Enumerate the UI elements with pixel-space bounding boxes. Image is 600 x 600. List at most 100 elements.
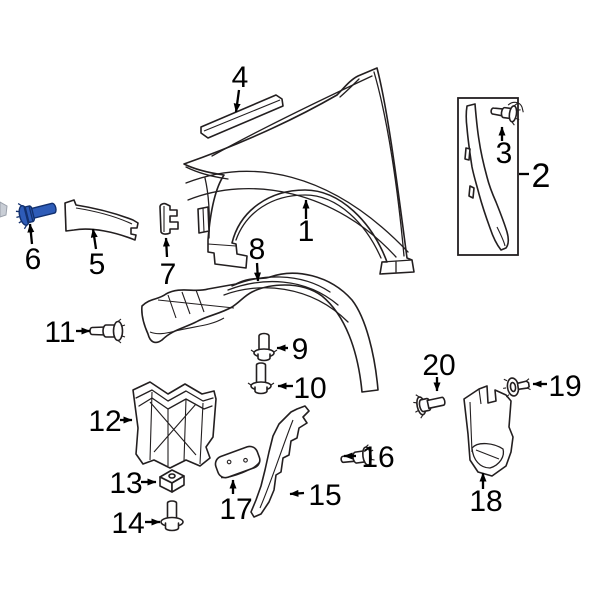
part-9-bolt[interactable] <box>250 332 278 362</box>
part-15-seal-strip[interactable] <box>250 405 310 518</box>
part-4-fender-molding[interactable] <box>200 94 284 139</box>
fender-front-edge-line <box>204 177 211 239</box>
fender-apillar-line <box>339 78 360 98</box>
arrow-8 <box>254 262 262 282</box>
nut-right-face <box>171 475 185 493</box>
shield-outline <box>132 381 217 469</box>
part-13-clip-nut[interactable] <box>159 469 185 493</box>
fender-bulge-line <box>185 170 409 253</box>
callout-label-4[interactable]: 4 <box>232 61 249 94</box>
callout-labels: 1 2 3 4 5 6 7 8 9 10 11 12 13 14 15 16 1… <box>25 61 582 540</box>
callout-label-18[interactable]: 18 <box>469 485 502 518</box>
bolt-serrations <box>117 318 126 344</box>
bolt-shaft <box>426 396 446 410</box>
mud-guard-pocket-line <box>475 449 500 460</box>
callout-label-6[interactable]: 6 <box>25 243 42 276</box>
fender-bulge-line <box>187 187 397 258</box>
clip-head-inner <box>509 381 517 393</box>
bolt-serrations <box>365 444 375 467</box>
shield-chevron-line <box>135 389 214 402</box>
group-box <box>457 97 519 256</box>
molding-outline <box>200 94 284 139</box>
seal-notch <box>464 147 471 161</box>
liner-rib-line <box>223 287 349 323</box>
callout-label-17[interactable]: 17 <box>219 493 252 526</box>
part-6-bolt-highlighted[interactable] <box>13 195 59 230</box>
fender-hood-line <box>211 75 373 157</box>
liner-crease <box>157 299 235 309</box>
pad-hole <box>226 459 232 465</box>
callout-label-5[interactable]: 5 <box>89 248 106 281</box>
part-10-bolt[interactable] <box>247 362 275 395</box>
callout-label-15[interactable]: 15 <box>308 479 341 512</box>
callout-label-7[interactable]: 7 <box>160 258 177 291</box>
strip-outline <box>250 405 310 518</box>
part-1-fender[interactable] <box>183 67 415 275</box>
callout-label-3[interactable]: 3 <box>496 137 513 170</box>
callout-label-13[interactable]: 13 <box>109 467 142 500</box>
callout-label-2[interactable]: 2 <box>532 157 551 195</box>
pad-hole <box>243 457 248 463</box>
pad-thickness-line <box>220 461 261 479</box>
liner-rib-line <box>227 280 339 306</box>
callout-label-9[interactable]: 9 <box>292 333 309 366</box>
part-14-bolt[interactable] <box>160 500 184 532</box>
mud-guard-fold-line <box>469 388 482 453</box>
bolt-flange <box>508 105 518 123</box>
shield-brace-line <box>149 401 197 456</box>
mud-guard-outline <box>463 385 514 477</box>
bolt-shaft <box>255 362 267 385</box>
callout-label-19[interactable]: 19 <box>548 370 581 403</box>
callout-label-10[interactable]: 10 <box>293 372 326 405</box>
bolt-hex-base <box>254 386 268 395</box>
part-17-pad[interactable] <box>213 444 262 480</box>
bolt-serrations <box>15 203 28 230</box>
clip-serrations <box>503 378 510 398</box>
callout-label-16[interactable]: 16 <box>361 441 394 474</box>
part-20-bolt[interactable] <box>412 389 447 419</box>
part-5-fender-trim[interactable] <box>64 199 139 241</box>
bolt-hex-base <box>164 522 180 532</box>
arrow-4 <box>233 89 241 113</box>
liner-bottom-wave <box>149 317 225 335</box>
bolt-serrations <box>247 382 275 386</box>
strip-inner-line <box>259 419 294 509</box>
callout-label-14[interactable]: 14 <box>111 507 144 540</box>
part-3-clip-bolt[interactable] <box>490 99 525 126</box>
fender-nose-line <box>185 166 229 180</box>
callout-label-11[interactable]: 11 <box>44 316 75 349</box>
seal-outline <box>465 103 510 251</box>
arrow-15 <box>289 489 305 497</box>
bolt-serrations <box>413 394 424 419</box>
callout-label-8[interactable]: 8 <box>249 233 266 266</box>
trim-left-cap-line <box>64 199 77 232</box>
nut-hole <box>168 473 176 479</box>
pad-outline <box>214 445 261 479</box>
part-12-splash-shield[interactable] <box>132 381 217 469</box>
callout-label-12[interactable]: 12 <box>88 405 121 438</box>
part-2-seal-group[interactable] <box>457 97 519 256</box>
part-11-bolt[interactable] <box>89 318 126 344</box>
fender-outline <box>183 67 415 275</box>
fender-door-edge-line <box>373 71 405 257</box>
callout-label-1[interactable]: 1 <box>298 215 315 248</box>
part-7-bracket[interactable] <box>159 202 179 235</box>
liner-rib-line <box>231 276 331 293</box>
part-8-fender-liner[interactable] <box>141 272 379 393</box>
molding-edge-line <box>203 99 281 132</box>
clip-tip-flares <box>525 378 531 391</box>
callout-arrows <box>27 89 547 526</box>
clip-shaft <box>516 380 530 391</box>
fender-arch-lip-line <box>235 194 382 259</box>
bolt-serrations <box>511 102 521 126</box>
shield-panel-line <box>149 391 204 466</box>
part-19-push-clip[interactable] <box>502 376 531 398</box>
part-18-mud-guard[interactable] <box>463 385 514 477</box>
callout-label-20[interactable]: 20 <box>422 349 455 382</box>
trim-inner-line <box>75 207 133 225</box>
trim-outline <box>64 199 139 241</box>
fender-foot-line <box>381 259 413 273</box>
arrow-6 <box>27 223 35 245</box>
